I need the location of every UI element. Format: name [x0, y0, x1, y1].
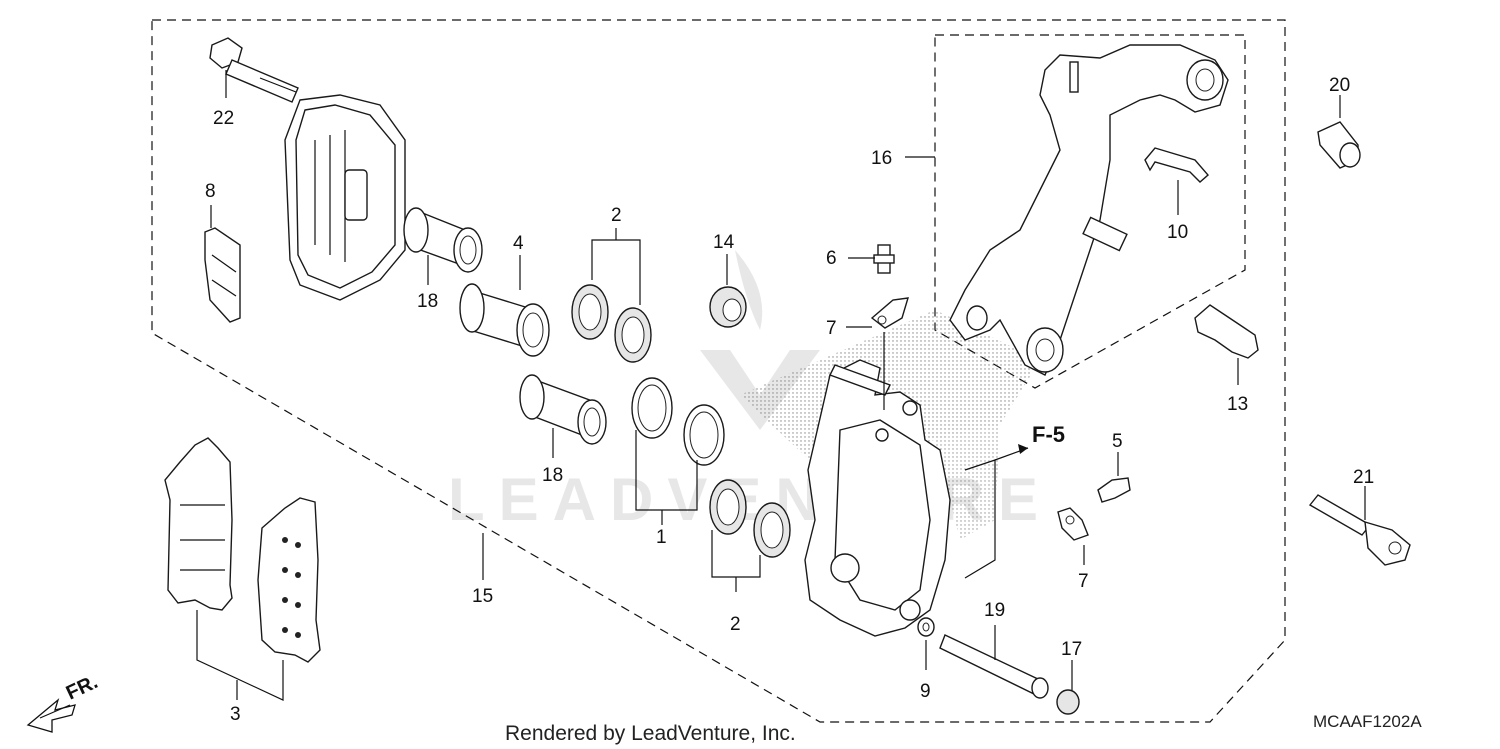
bleeder-5 [1097, 452, 1131, 503]
label-21: 21 [1353, 467, 1374, 488]
credit-text: Rendered by LeadVenture, Inc. [505, 722, 796, 745]
boot-13 [1194, 304, 1259, 385]
label-4: 4 [513, 233, 524, 254]
label-18a: 18 [417, 291, 438, 312]
label-1: 1 [656, 527, 667, 548]
label-8: 8 [205, 181, 216, 202]
label-5: 5 [1112, 431, 1123, 452]
cap-14 [709, 254, 747, 328]
sleeve-18b [519, 374, 607, 445]
shading-2 [935, 425, 1000, 540]
reference-f5 [964, 444, 1029, 579]
bracket-7b [1057, 507, 1089, 565]
clip-10 [1144, 147, 1209, 215]
bleeder-6 [848, 244, 895, 274]
label-20: 20 [1329, 75, 1350, 96]
seals-1 [631, 377, 725, 525]
leader-3 [196, 610, 284, 701]
assembly-boundary [151, 19, 1286, 723]
label-14: 14 [713, 232, 735, 253]
label-6: 6 [826, 248, 837, 269]
label-22: 22 [213, 108, 234, 129]
front-arrow: FR. [26, 671, 101, 733]
bracket-boundary [934, 34, 1246, 389]
label-2a: 2 [611, 205, 622, 226]
label-9: 9 [920, 681, 931, 702]
shading [740, 310, 1040, 470]
label-16: 16 [871, 148, 892, 169]
plug-17 [1056, 660, 1080, 715]
label-7a: 7 [826, 318, 837, 339]
bolt-22 [209, 37, 299, 103]
reference-label: F-5 [1032, 422, 1065, 447]
label-18b: 18 [542, 465, 563, 486]
label-3: 3 [230, 704, 241, 725]
bracket-7a [846, 297, 909, 410]
washer-9 [917, 617, 935, 670]
label-2b: 2 [730, 614, 741, 635]
bracket-16 [905, 44, 1229, 376]
label-10: 10 [1167, 222, 1188, 243]
clip-8 [204, 205, 241, 323]
front-arrow-label: FR. [63, 671, 101, 705]
collar-20 [1317, 95, 1361, 169]
brake-pad-b [257, 497, 321, 663]
bolt-21 [1308, 486, 1411, 566]
label-7b: 7 [1078, 571, 1089, 592]
label-17: 17 [1061, 639, 1082, 660]
pin-19 [939, 625, 1049, 699]
diagram-code: MCAAF1202A [1313, 712, 1422, 731]
brake-pad-a [164, 437, 233, 611]
seals-2-bottom [709, 479, 791, 592]
caliper-body [804, 359, 951, 637]
label-19: 19 [984, 600, 1005, 621]
sleeve-18a [403, 207, 483, 273]
piston-4 [459, 283, 550, 357]
seals-2-top [571, 228, 652, 363]
label-13: 13 [1227, 394, 1248, 415]
pad-holder [284, 94, 406, 301]
label-15: 15 [472, 586, 493, 607]
